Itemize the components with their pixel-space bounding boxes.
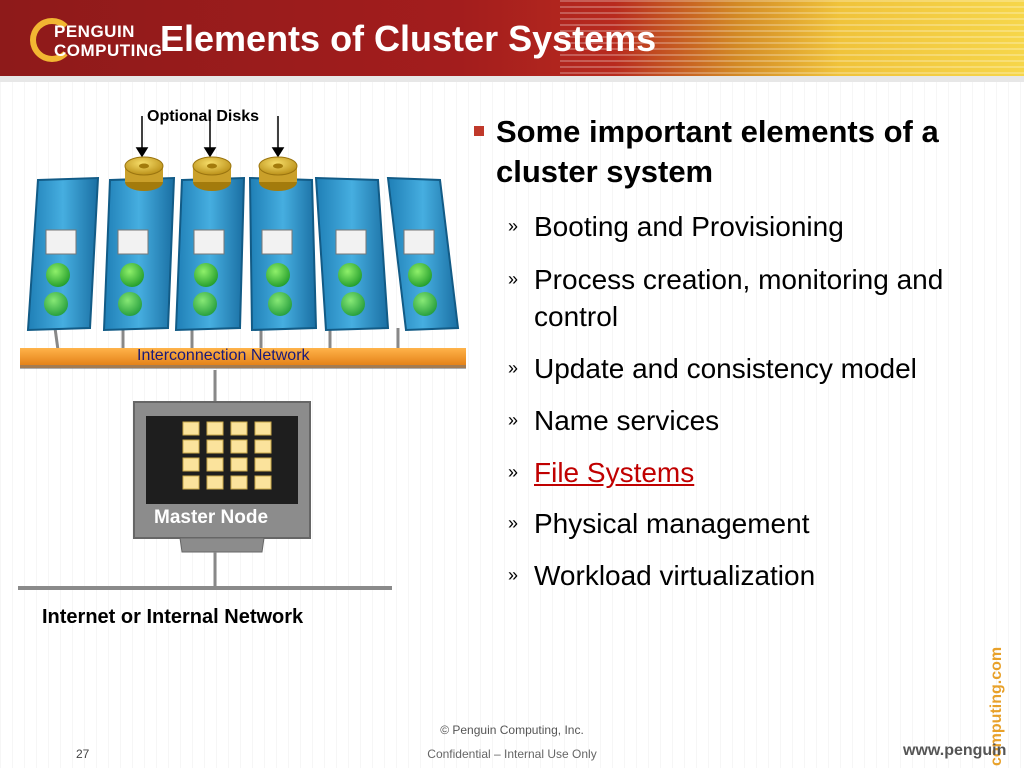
disk-2-icon <box>192 156 232 191</box>
compute-node-4 <box>248 176 318 332</box>
side-url-wrapper: computing.com <box>985 640 1005 770</box>
list-item-label: Physical management <box>534 508 810 539</box>
cluster-diagram: Optional Disks Interconnection Network M… <box>0 82 470 662</box>
list-item-label: Process creation, monitoring and control <box>534 264 944 332</box>
main-bullet-text: Some important elements of a cluster sys… <box>496 114 939 189</box>
cluster-diagram-svg <box>18 116 466 590</box>
footer-url[interactable]: www.penguin <box>903 742 1007 759</box>
compute-node-2 <box>102 176 176 332</box>
logo-text-line2: COMPUTING <box>54 41 163 60</box>
interconnection-network-bar <box>20 348 466 369</box>
list-item-label: Name services <box>534 405 720 436</box>
chevron-bullet-icon: » <box>508 565 519 585</box>
compute-node-1 <box>26 176 100 332</box>
logo-text-line1: PENGUIN <box>54 22 135 41</box>
chevron-bullet-icon: » <box>508 410 519 430</box>
disk-arrows <box>135 116 285 158</box>
copyright-text: © Penguin Computing, Inc. <box>440 723 584 737</box>
page-number: 27 <box>76 747 90 761</box>
chevron-bullet-icon: » <box>508 216 519 236</box>
file-systems-link[interactable]: File Systems <box>534 457 695 488</box>
list-item-label: Booting and Provisioning <box>534 211 844 242</box>
internet-network-line <box>18 586 392 590</box>
compute-node-3 <box>174 176 246 332</box>
header-bar: PENGUIN COMPUTING Elements of Cluster Sy… <box>0 0 1024 76</box>
list-item-label: Update and consistency model <box>534 353 917 384</box>
logo-ring-icon <box>30 18 74 62</box>
chevron-bullet-icon: » <box>508 269 519 289</box>
master-node-label: Master Node <box>154 507 269 528</box>
confidential-text: Confidential – Internal Use Only <box>427 747 597 761</box>
slide-title: Elements of Cluster Systems <box>160 18 657 59</box>
disk-1-icon <box>124 156 164 191</box>
header-divider <box>0 76 1024 82</box>
interconnection-network-label: Interconnection Network <box>137 347 310 364</box>
chevron-bullet-icon: » <box>508 358 519 378</box>
list-item-label: Workload virtualization <box>534 560 816 591</box>
header-stripes <box>560 0 1024 76</box>
disk-3-icon <box>258 156 298 191</box>
chevron-bullet-icon: » <box>508 513 519 533</box>
compute-node-5 <box>314 176 390 332</box>
chevron-bullet-icon: » <box>508 462 519 482</box>
internet-network-label: Internet or Internal Network <box>42 606 304 628</box>
square-bullet-icon <box>474 126 484 136</box>
side-url-text: computing.com <box>988 647 1005 766</box>
compute-node-6 <box>386 176 460 332</box>
master-node-grid <box>182 421 272 490</box>
penguin-logo: PENGUIN COMPUTING <box>26 10 162 66</box>
optional-disks-label: Optional Disks <box>147 108 260 125</box>
side-url-svg: computing.com <box>988 647 1005 766</box>
node-links <box>53 327 400 351</box>
